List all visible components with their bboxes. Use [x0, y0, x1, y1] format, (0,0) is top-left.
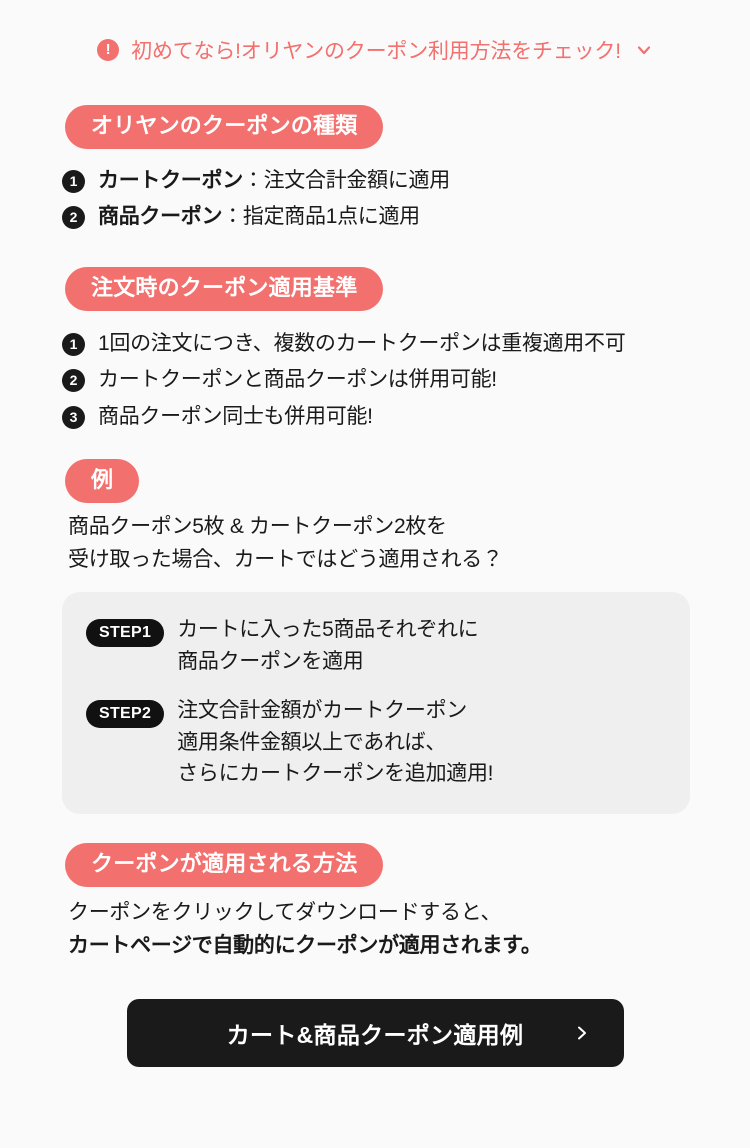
step-badge-2: STEP2: [86, 700, 165, 729]
steps-card: STEP1 カートに入った5商品それぞれに 商品クーポンを適用 STEP2 注文…: [62, 592, 690, 814]
apply-rules-list: 1 1回の注文につき、複数のカートクーポンは重複適用不可 2 カートクーポンと商…: [62, 329, 626, 438]
step-row-1: STEP1 カートに入った5商品それぞれに 商品クーポンを適用: [86, 614, 666, 677]
step-1-line-1: カートに入った5商品それぞれに: [177, 618, 479, 641]
pill-label-apply-rules: 注文時のクーポン適用基準: [65, 267, 384, 312]
example-question-line-2: 受け取った場合、カートではどう適用される？: [68, 547, 503, 571]
step-2-line-1: 注文合計金額がカートクーポン: [177, 699, 467, 722]
number-badge-2: 2: [62, 206, 85, 230]
step-2-line-2: 適用条件金額以上であれば、: [177, 730, 447, 754]
coupon-types-list: 1 カートクーポン：注文合計金額に適用 2 商品クーポン：指定商品1点に適用: [62, 166, 450, 239]
example-question-line-1: 商品クーポン5枚 & カートクーポン2枚を: [68, 515, 447, 538]
example-question: 商品クーポン5枚 & カートクーポン2枚を 受け取った場合、カートではどう適用さ…: [68, 511, 503, 576]
step-1-line-2: 商品クーポンを適用: [177, 649, 364, 673]
list-item-text: カートクーポンと商品クーポンは併用可能!: [98, 368, 497, 392]
list-item-text: 1回の注文につき、複数のカートクーポンは重複適用不可: [98, 332, 626, 355]
list-item-text: 商品クーポン：指定商品1点に適用: [98, 205, 420, 229]
exclamation-circle-icon: !: [97, 39, 120, 61]
section-heading-apply-rules: 注文時のクーポン適用基準: [65, 267, 384, 312]
list-item: 2 商品クーポン：指定商品1点に適用: [62, 202, 450, 232]
section-heading-how-applied: クーポンが適用される方法: [65, 843, 384, 888]
coupon-notice-banner[interactable]: ! 初めてなら!オリヤンのクーポン利用方法をチェック!: [0, 0, 750, 72]
how-applied-line-2: カートページで自動的にクーポンが適用されます。: [68, 933, 542, 957]
list-item: 1 カートクーポン：注文合計金額に適用: [62, 166, 450, 196]
section-heading-example: 例: [65, 459, 140, 504]
number-badge-1: 1: [62, 170, 85, 193]
chevron-right-icon: [574, 1025, 590, 1041]
step-text-2: 注文合計金額がカートクーポン 適用条件金額以上であれば、 さらにカートクーポンを…: [177, 695, 493, 790]
cta-button-label: カート&商品クーポン適用例: [226, 1022, 524, 1048]
list-item: 1 1回の注文につき、複数のカートクーポンは重複適用不可: [62, 329, 626, 359]
chevron-down-icon[interactable]: [635, 41, 653, 59]
list-item: 2 カートクーポンと商品クーポンは併用可能!: [62, 365, 625, 395]
step-row-2: STEP2 注文合計金額がカートクーポン 適用条件金額以上であれば、 さらにカー…: [86, 695, 666, 790]
how-applied-line-1: クーポンをクリックしてダウンロードすると、: [68, 901, 502, 924]
cart-and-product-coupon-example-button[interactable]: カート&商品クーポン適用例: [126, 999, 624, 1067]
pill-label-how-applied: クーポンが適用される方法: [65, 843, 384, 888]
step-text-1: カートに入った5商品それぞれに 商品クーポンを適用: [177, 614, 478, 677]
how-applied-text: クーポンをクリックしてダウンロードすると、 カートページで自動的にクーポンが適用…: [68, 897, 542, 962]
step-2-line-3: さらにカートクーポンを追加適用!: [177, 762, 494, 785]
section-heading-coupon-types: オリヤンのクーポンの種類: [65, 105, 384, 150]
list-item-text: カートクーポン：注文合計金額に適用: [98, 169, 450, 192]
cta-container: カート&商品クーポン適用例: [0, 999, 750, 1067]
list-item-text: 商品クーポン同士も併用可能!: [98, 404, 373, 428]
number-badge-1: 1: [62, 333, 85, 356]
notice-text: 初めてなら!オリヤンのクーポン利用方法をチェック!: [131, 40, 621, 63]
number-badge-2: 2: [62, 369, 85, 393]
step-badge-1: STEP1: [86, 619, 165, 648]
pill-label-example: 例: [65, 459, 140, 504]
list-item: 3 商品クーポン同士も併用可能!: [62, 402, 625, 432]
number-badge-3: 3: [62, 405, 85, 429]
pill-label-coupon-types: オリヤンのクーポンの種類: [65, 105, 384, 150]
